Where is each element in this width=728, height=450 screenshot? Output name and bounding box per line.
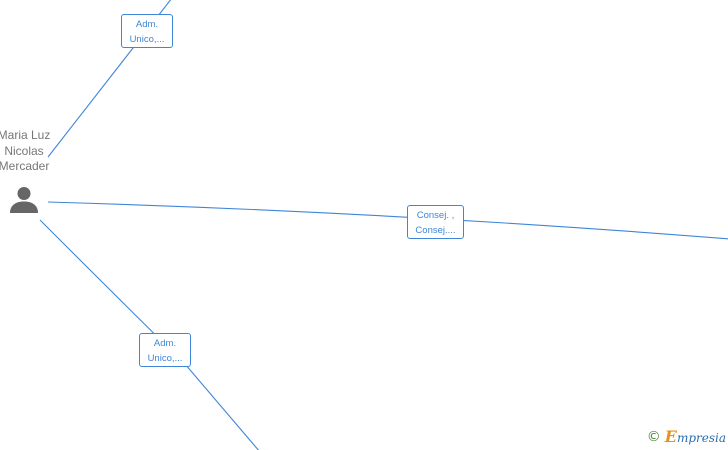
copyright-icon: © — [646, 428, 661, 445]
person-name[interactable]: Maria Luz Nicolas Mercader — [0, 128, 60, 175]
relation-label-top-line2: Unico,... — [129, 34, 165, 45]
edge-middle — [47, 201, 728, 240]
brand-logo-initial: E — [664, 427, 677, 446]
empresia-watermark: © Empresia — [647, 427, 726, 446]
relation-label-bottom-line2: Unico,... — [147, 353, 183, 364]
relation-label-top-line1: Adm. — [135, 19, 159, 30]
person-name-line1: Maria Luz — [0, 128, 51, 142]
brand-logo-rest: mpresia — [676, 431, 726, 445]
relation-label-middle[interactable]: Consej. , Consej.... — [407, 205, 464, 239]
relation-label-bottom-line1: Adm. — [153, 338, 177, 349]
relation-label-middle-line1: Consej. , — [416, 210, 455, 221]
relation-label-top[interactable]: Adm. Unico,... — [121, 14, 173, 48]
person-name-line3: Mercader — [0, 159, 50, 173]
person-icon[interactable] — [8, 184, 40, 216]
brand-logo: Empresia — [665, 427, 726, 446]
person-name-line2: Nicolas — [4, 143, 44, 158]
relation-label-bottom[interactable]: Adm. Unico,... — [139, 333, 191, 367]
relation-label-middle-line2: Consej.... — [415, 225, 456, 236]
